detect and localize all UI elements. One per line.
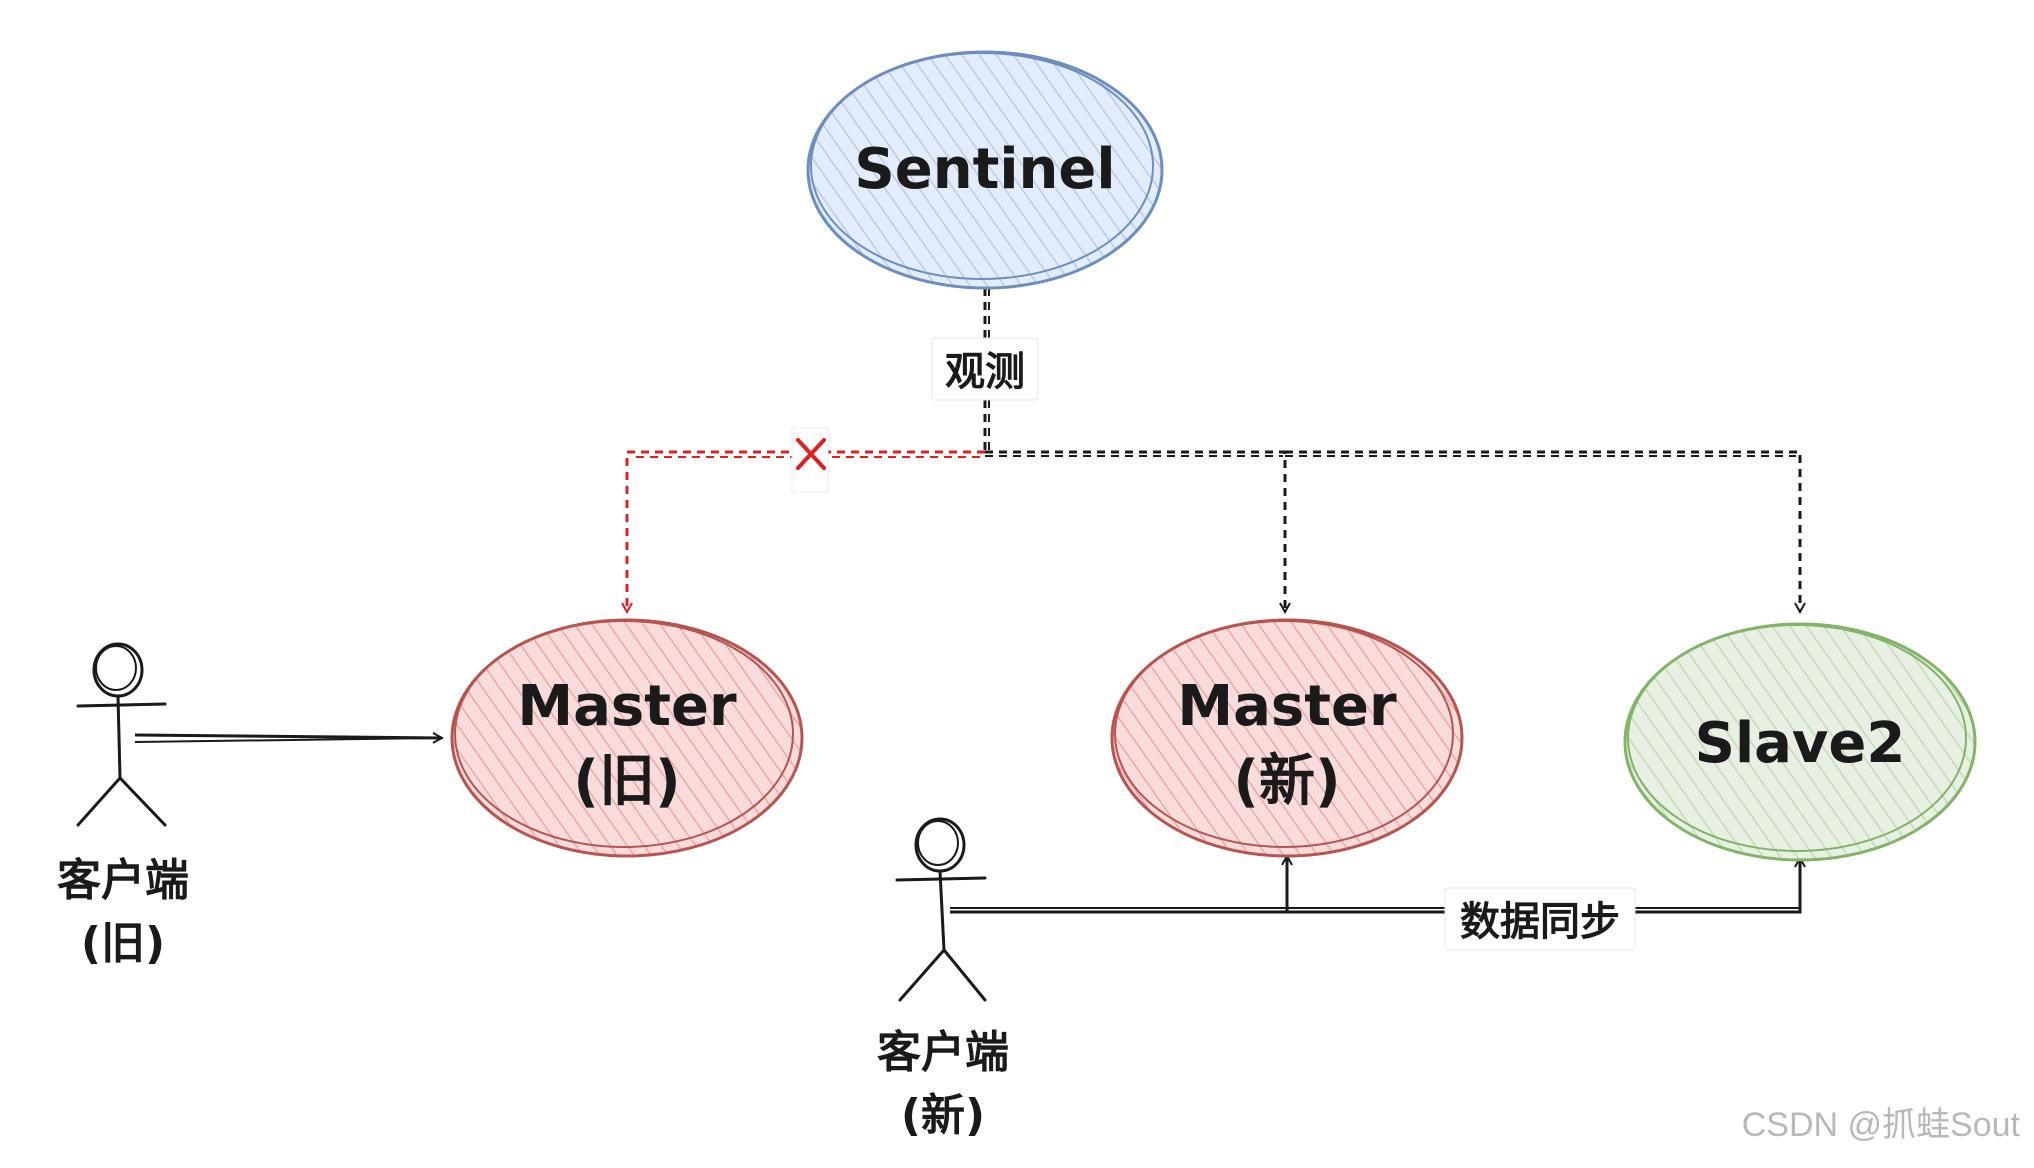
stick-figure-icon [76,642,167,827]
client-old-sublabel: (旧) [81,918,165,969]
svg-text:数据同步: 数据同步 [1460,899,1620,945]
slave2-label: Slave2 [1695,711,1906,776]
observe-edge-slave2[interactable] [1285,450,1800,612]
master-new-sublabel: (新) [1233,749,1340,814]
observe-label: 观测 [931,337,1039,401]
watermark: CSDN @抓蛙Sout [1741,1106,2020,1144]
master-new-label: Master [1177,674,1397,739]
client-old-to-master-old-edge[interactable] [134,735,442,742]
data-sync-label: 数据同步 [1444,887,1636,951]
observe-edge-master-new[interactable] [985,450,1285,612]
master-old-sublabel: (旧) [573,749,680,814]
client-new-label: 客户端 [877,1027,1009,1078]
client-new-actor[interactable]: 客户端 (新) [877,817,1009,1141]
client-new-sublabel: (新) [901,1090,985,1141]
client-new-to-master-new-edge[interactable] [950,856,1287,914]
observe-edges: 观测 [627,288,1800,612]
stick-figure-icon [895,817,987,1002]
master-old-node[interactable]: Master (旧) [450,618,804,858]
master-new-node[interactable]: Master (新) [1110,618,1464,858]
client-old-label: 客户端 [57,855,189,906]
observe-edge-master-old-failed[interactable] [627,450,985,612]
master-old-label: Master [517,674,737,739]
client-old-actor[interactable]: 客户端 (旧) [57,642,189,969]
failure-x-icon [791,427,829,493]
svg-text:观测: 观测 [945,349,1025,395]
slave2-node[interactable]: Slave2 [1623,622,1977,862]
sentinel-node[interactable]: Sentinel [806,50,1164,290]
sentinel-label: Sentinel [854,137,1115,202]
data-sync-edges: 数据同步 [950,856,1800,951]
